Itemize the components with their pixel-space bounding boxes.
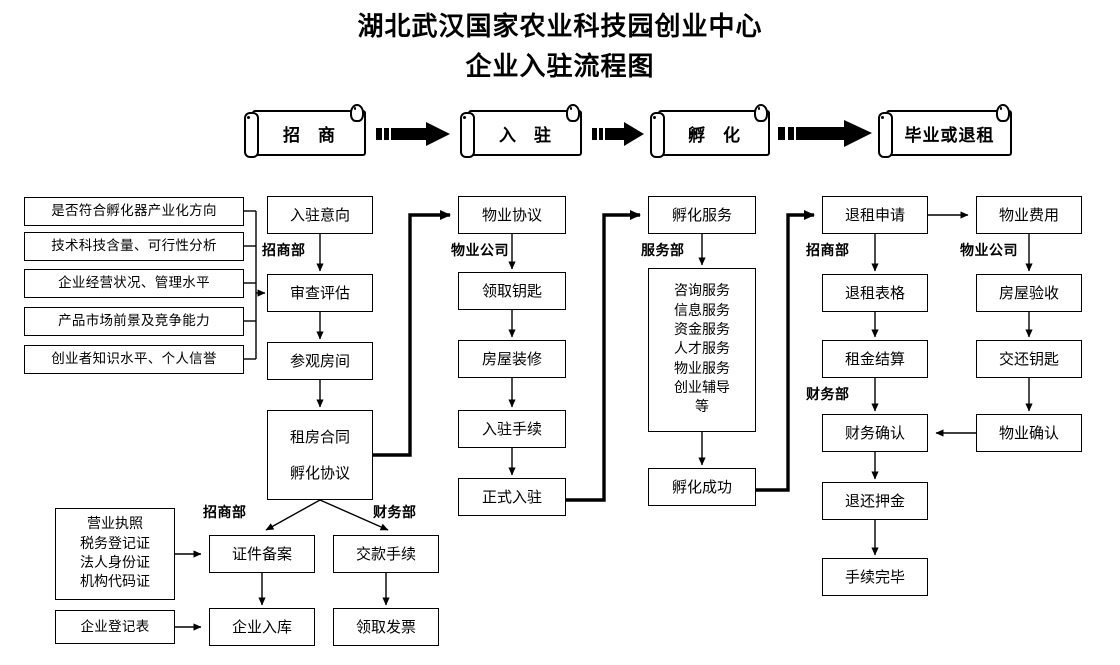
service-item-7: 等 (695, 399, 709, 416)
scroll-knob-icon (350, 104, 364, 122)
stage-arrow-2 (592, 122, 644, 146)
banner-body: 招 商 (252, 110, 366, 156)
criterion-box-4: 产品市场前景及竞争能力 (24, 307, 244, 336)
step-box-process-complete: 手续完毕 (822, 558, 928, 596)
step-box-property-agreement: 物业协议 (458, 196, 566, 234)
dept-label-handover: 物业公司 (960, 243, 1018, 259)
criterion-box-5: 创业者知识水平、个人信誉 (24, 345, 244, 374)
dept-label-bottom-recruit: 招商部 (203, 505, 247, 521)
document-item-1: 营业执照 (87, 516, 143, 533)
scroll-knob-icon (996, 104, 1010, 122)
stage-banner-graduate: 毕业或退租 (876, 104, 1016, 162)
scroll-roller-icon (650, 112, 665, 158)
step-box-renovation: 房屋装修 (458, 340, 566, 378)
banner-body: 毕业或退租 (886, 110, 1012, 156)
dept-label-exit-finance: 财务部 (806, 387, 850, 403)
step-box-document-filing: 证件备案 (209, 535, 315, 573)
stage-label-movein: 入 驻 (499, 125, 557, 146)
page-title-line2: 企业入驻流程图 (465, 52, 655, 82)
service-item-2: 信息服务 (674, 302, 730, 319)
bottom-column-arrows (258, 573, 390, 606)
service-item-5: 物业服务 (674, 360, 730, 377)
document-item-2: 税务登记证 (80, 535, 150, 552)
criterion-box-3: 企业经营状况、管理水平 (24, 269, 244, 298)
scroll-knob-icon (566, 104, 580, 122)
criterion-box-1: 是否符合孵化器产业化方向 (24, 197, 244, 226)
dept-label-bottom-finance: 财务部 (373, 505, 417, 521)
stage-banner-incubate: 孵 化 (648, 104, 774, 162)
banner-body: 孵 化 (658, 110, 770, 156)
step-box-visit-room: 参观房间 (267, 342, 373, 380)
contract-to-property-connector (373, 210, 451, 457)
step-box-movein-formalities: 入驻手续 (458, 410, 566, 448)
movein-to-service-connector (566, 210, 641, 502)
service-item-3: 资金服务 (674, 322, 730, 339)
step-box-property-confirm: 物业确认 (976, 414, 1082, 452)
contract-line-1: 租房合同 (289, 427, 350, 446)
stage-arrow-1 (376, 122, 450, 146)
service-item-1: 咨询服务 (674, 283, 730, 300)
documents-to-filing-arrow (175, 550, 202, 631)
step-box-deposit-refund: 退还押金 (822, 482, 928, 520)
scroll-roller-icon (244, 112, 259, 158)
step-box-enterprise-enroll: 企业入库 (209, 608, 315, 646)
step-box-house-inspection: 房屋验收 (976, 274, 1082, 312)
criteria-bracket (244, 210, 266, 360)
step-box-review: 审查评估 (267, 274, 373, 312)
service-list-box: 咨询服务 信息服务 资金服务 人才服务 物业服务 创业辅导 等 (648, 268, 756, 432)
service-item-4: 人才服务 (674, 341, 730, 358)
page-title-line1: 湖北武汉国家农业科技园创业中心 (357, 12, 763, 42)
step-box-return-keys: 交还钥匙 (976, 340, 1082, 378)
dept-label-exit-recruit: 招商部 (806, 243, 850, 259)
step-box-payment: 交款手续 (333, 535, 439, 573)
criterion-box-2: 技术科技含量、可行性分析 (24, 232, 244, 261)
step-box-incubation-service: 孵化服务 (648, 196, 756, 234)
step-box-rent-settlement: 租金结算 (822, 340, 928, 378)
dept-label-recruit: 招商部 (262, 243, 306, 259)
step-box-incubation-success: 孵化成功 (648, 468, 756, 506)
document-item-4: 机构代码证 (80, 574, 150, 591)
stage-banner-movein: 入 驻 (458, 104, 586, 162)
contract-line-2: 孵化协议 (289, 463, 350, 482)
document-item-3: 法人身份证 (80, 555, 150, 571)
scroll-roller-icon (460, 112, 475, 158)
stage-label-recruit: 招 商 (283, 125, 341, 146)
contract-split-arrows (265, 499, 389, 531)
scroll-knob-icon (754, 104, 768, 122)
step-box-finance-confirm: 财务确认 (822, 414, 928, 452)
banner-body: 入 驻 (468, 110, 582, 156)
service-item-6: 创业辅导 (674, 379, 730, 396)
stage-label-graduate: 毕业或退租 (904, 125, 995, 146)
documents-box: 营业执照 税务登记证 法人身份证 机构代码证 (55, 508, 175, 600)
step-box-intent: 入驻意向 (267, 196, 373, 234)
scroll-roller-icon (878, 112, 893, 158)
step-box-get-keys: 领取钥匙 (458, 272, 566, 310)
step-box-property-fee: 物业费用 (976, 196, 1082, 234)
step-box-exit-form: 退租表格 (822, 274, 928, 312)
stage-label-incubate: 孵 化 (688, 125, 746, 146)
step-box-contract: 租房合同 孵化协议 (267, 410, 373, 500)
registration-form-box: 企业登记表 (55, 610, 175, 644)
dept-label-service: 服务部 (641, 243, 685, 259)
step-box-get-invoice: 领取发票 (333, 608, 439, 646)
step-box-exit-application: 退租申请 (822, 196, 928, 234)
stage-banner-recruit: 招 商 (242, 104, 370, 162)
step-box-official-movein: 正式入驻 (458, 478, 566, 516)
stage-arrow-3 (778, 120, 872, 147)
dept-label-property: 物业公司 (451, 243, 509, 259)
